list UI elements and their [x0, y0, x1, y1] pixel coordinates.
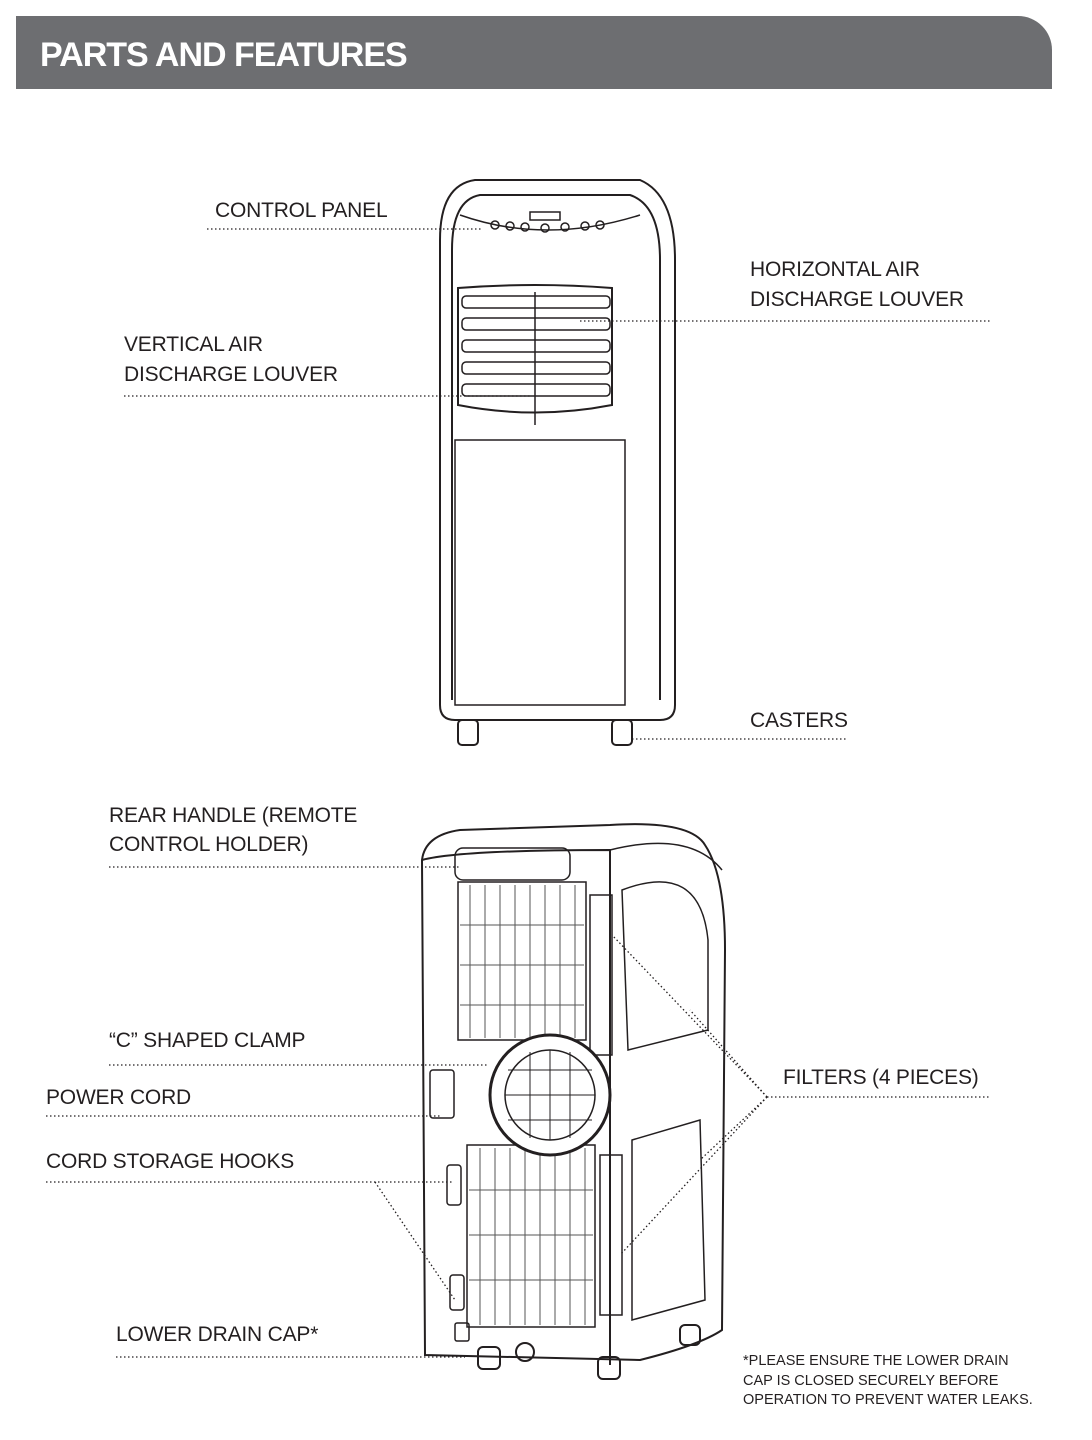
- note-line: OPERATION TO PREVENT WATER LEAKS.: [743, 1392, 1033, 1408]
- leader-lines: [46, 228, 990, 1358]
- label-horizontal-louver-line1: HORIZONTAL AIR: [750, 258, 920, 281]
- label-power-cord: POWER CORD: [46, 1086, 192, 1109]
- rear-unit-illustration: [420, 823, 727, 1380]
- label-vertical-louver-line1: VERTICAL AIR: [124, 333, 263, 356]
- label-rear-handle-line2: CONTROL HOLDER): [109, 833, 309, 856]
- note-line: *PLEASE ENSURE THE LOWER DRAIN: [743, 1353, 1009, 1369]
- caster-icon: [477, 1324, 701, 1380]
- label-horizontal-louver-line2: DISCHARGE LOUVER: [750, 288, 964, 311]
- note-line: CAP IS CLOSED SECURELY BEFORE: [743, 1372, 999, 1389]
- label-casters: CASTERS: [750, 709, 848, 732]
- section-header: PARTS AND FEATURES: [16, 16, 1052, 89]
- label-control-panel: CONTROL PANEL: [215, 199, 388, 222]
- label-c-clamp: “C” SHAPED CLAMP: [109, 1029, 306, 1052]
- label-filters: FILTERS (4 PIECES): [783, 1066, 979, 1089]
- drain-cap-note: *PLEASE ENSURE THE LOWER DRAIN CAP IS CL…: [743, 1352, 1033, 1411]
- caster-icon: [457, 719, 633, 746]
- front-unit-illustration: [439, 179, 676, 746]
- label-rear-handle-line1: REAR HANDLE (REMOTE: [109, 804, 358, 827]
- label-cord-storage-hooks: CORD STORAGE HOOKS: [46, 1150, 295, 1173]
- label-lower-drain-cap: LOWER DRAIN CAP*: [116, 1323, 319, 1346]
- label-vertical-louver-line2: DISCHARGE LOUVER: [124, 363, 338, 386]
- page-title: PARTS AND FEATURES: [40, 36, 408, 74]
